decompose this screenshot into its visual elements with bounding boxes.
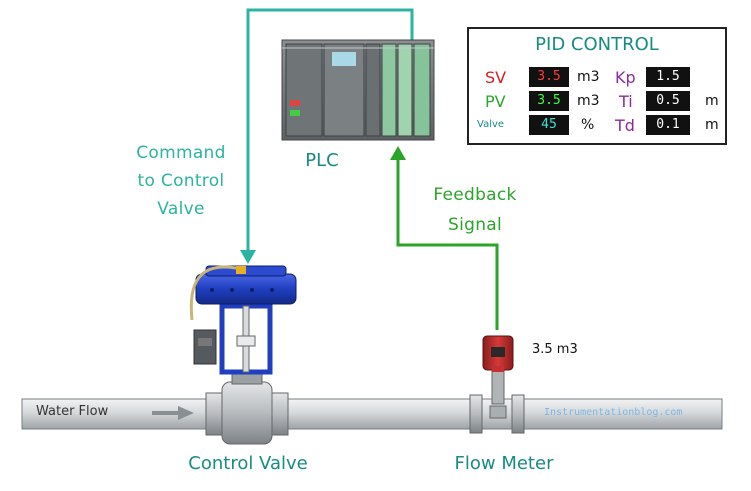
ti-label: Ti: [619, 92, 633, 111]
pid-control-panel: PID CONTROL SV 3.5 m3 Kp 1.5 PV 3.5 m3 T…: [467, 27, 727, 145]
command-label-line-2: to Control: [137, 171, 225, 191]
control-valve-label: Control Valve: [188, 453, 308, 474]
flow-meter-icon: [469, 335, 525, 434]
flow-meter-label: Flow Meter: [454, 453, 554, 474]
valve-value: 45: [529, 115, 569, 135]
valve-unit: %: [581, 117, 595, 133]
kp-label: Kp: [615, 68, 636, 87]
flow-arrow-icon: [152, 406, 194, 420]
flow-reading: 3.5 m3: [532, 342, 578, 357]
feedback-signal-line: [390, 146, 499, 330]
pv-unit: m3: [577, 93, 600, 109]
valve-label: Valve: [477, 119, 505, 130]
watermark: Instrumentationblog.com: [544, 407, 683, 418]
command-label: Command to Control Valve: [118, 143, 244, 219]
sv-value: 3.5: [529, 67, 569, 87]
sv-unit: m3: [577, 69, 600, 85]
plc-rack-icon: [281, 39, 435, 141]
command-label-line-3: Valve: [157, 199, 205, 219]
plc-label: PLC: [305, 150, 339, 171]
ti-value: 0.5: [646, 91, 690, 111]
pv-value: 3.5: [529, 91, 569, 111]
td-value: 0.1: [646, 115, 690, 135]
feedback-label-line-2: Signal: [447, 215, 503, 235]
feedback-label: Feedback Signal: [412, 185, 538, 235]
td-unit: m: [705, 117, 719, 133]
feedback-label-line-1: Feedback: [433, 185, 517, 205]
kp-value: 1.5: [646, 67, 690, 87]
td-label: Td: [615, 116, 635, 135]
pv-label: PV: [485, 92, 506, 111]
pipe: [21, 398, 723, 430]
pid-title: PID CONTROL: [535, 34, 659, 55]
ti-unit: m: [705, 93, 719, 109]
command-label-line-1: Command: [136, 143, 226, 163]
sv-label: SV: [485, 68, 507, 87]
control-valve-icon: [189, 265, 297, 445]
water-flow-label: Water Flow: [36, 404, 109, 419]
command-signal-line: [240, 8, 414, 264]
